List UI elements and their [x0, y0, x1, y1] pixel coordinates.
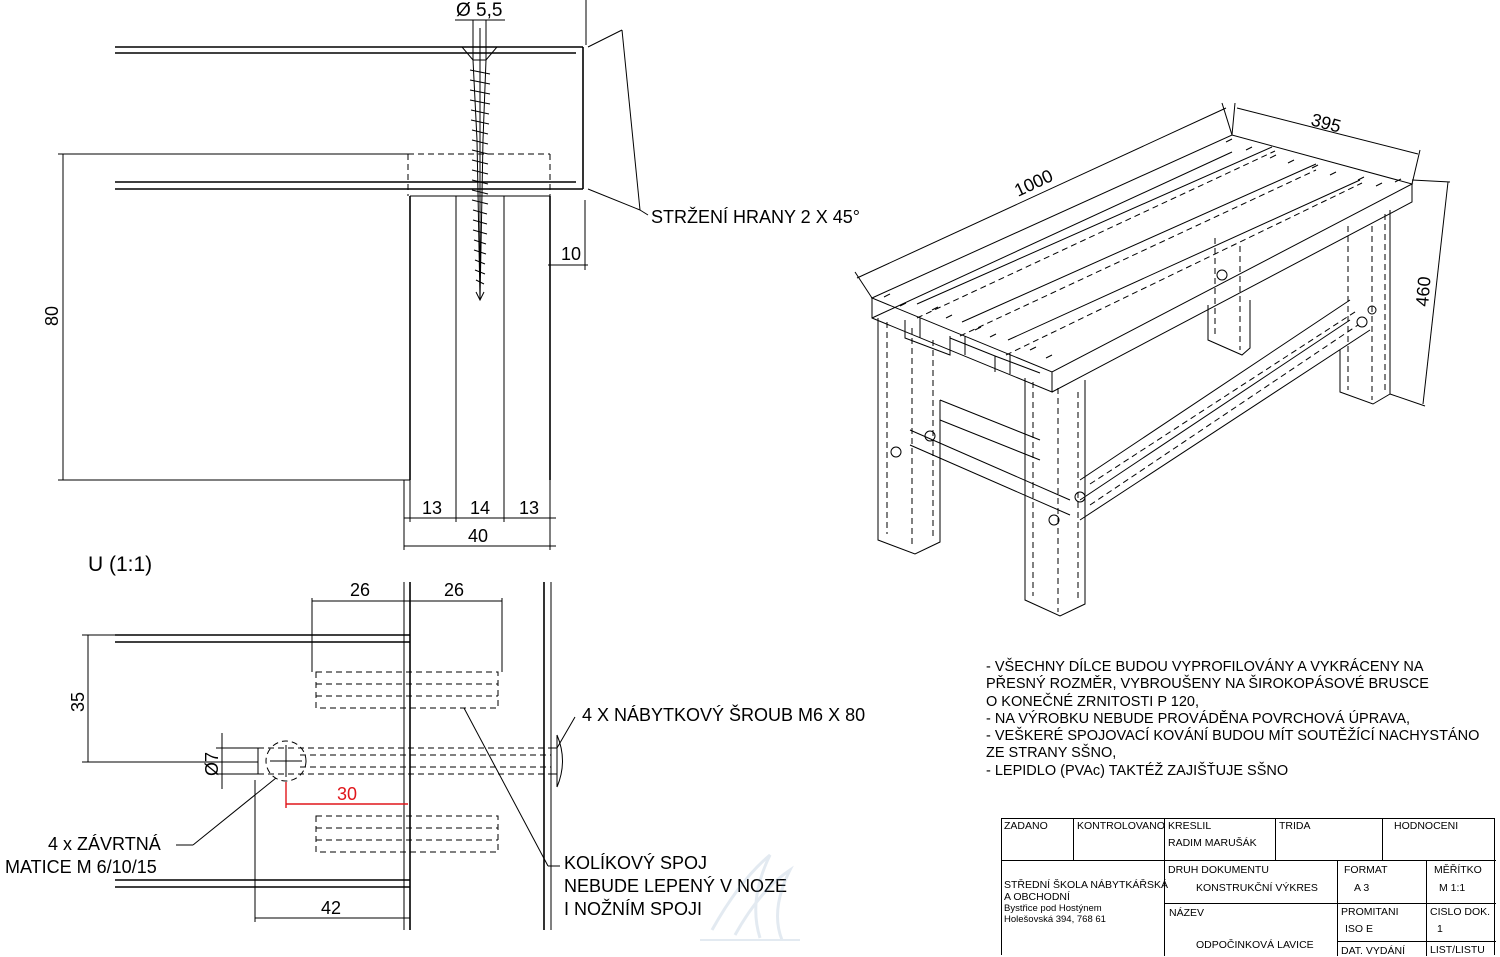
dim-35-label: 35	[68, 692, 88, 712]
tb-school-cell: STŘEDNÍ ŠKOLA NÁBYTKÁŘSKÁ A OBCHODNÍ Bys…	[1001, 860, 1168, 956]
tb-meritko-cell: MĚŘÍTKO M 1:1	[1426, 860, 1496, 903]
dim-42-label: 42	[321, 898, 341, 918]
tb-list-cell: LIST/LISTU	[1426, 941, 1496, 956]
dim-26a-label: 26	[350, 580, 370, 600]
dim-80: 80	[42, 153, 410, 481]
tb-trida-cell: TRIDA	[1275, 818, 1382, 860]
dowel-note-3: I NOŽNÍM SPOJI	[564, 899, 702, 919]
dim-26: 26 26	[311, 580, 503, 672]
title-block: ZADANO KONTROLOVANO KRESLIL RADIM MARUŠÁ…	[1001, 818, 1496, 957]
dim-40-label: 40	[468, 526, 488, 546]
tb-dat-label: DAT. VYDÁNÍ	[1341, 945, 1405, 957]
note-line: - VŠECHNY DÍLCE BUDOU VYPROFILOVÁNY A VY…	[986, 659, 1424, 675]
tb-school-3: Bystřice pod Hostýnem	[1004, 903, 1102, 914]
tb-list-label: LIST/LISTU	[1430, 944, 1485, 956]
dim-10: 10	[548, 200, 588, 270]
dim-30: 30	[285, 782, 408, 808]
dim-13b-label: 13	[519, 498, 539, 518]
dim-7-label: Ø7	[202, 752, 222, 776]
tb-hodnoceni: HODNOCENI	[1394, 820, 1459, 832]
tb-kreslil: KRESLIL	[1168, 820, 1212, 832]
detail-u	[115, 582, 563, 930]
note-line: O KONEČNÉ ZRNITOSTI P 120,	[986, 693, 1199, 710]
tb-druh-value: KONSTRUKČNÍ VÝKRES	[1196, 882, 1318, 894]
tb-nazev-label: NÁZEV	[1169, 907, 1205, 919]
dim-13a-label: 13	[422, 498, 442, 518]
dim-screw-diameter: Ø 5,5	[455, 0, 505, 60]
tb-kreslil-cell: KRESLIL RADIM MARUŠÁK	[1164, 818, 1275, 860]
tb-promitani-cell: PROMITANI ISO E	[1337, 903, 1426, 941]
dim-14-label: 14	[470, 498, 490, 518]
tb-format-value: A 3	[1354, 882, 1370, 894]
dowel-note-2: NEBUDE LEPENÝ V NOZE	[564, 876, 787, 896]
nut-note-2: MATICE M 6/10/15	[5, 857, 157, 877]
dim-iso-height: 460	[1389, 179, 1451, 407]
tb-promitani-label: PROMITANI	[1341, 906, 1399, 918]
dim-42: 42	[254, 780, 411, 922]
dim-iso-length: 1000	[854, 102, 1233, 299]
dim-30-label: 30	[337, 784, 357, 804]
tb-trida: TRIDA	[1279, 820, 1311, 832]
chamfer-leader: STRŽENÍ HRANY 2 X 45°	[585, 0, 860, 227]
tb-druh-cell: DRUH DOKUMENTU KONSTRUKČNÍ VÝKRES	[1164, 860, 1337, 903]
detail-leaders: 4 X NÁBYTKOVÝ ŠROUB M6 X 80 4 x ZÁVRTNÁ …	[5, 704, 865, 919]
screw-diameter-label: Ø 5,5	[456, 0, 502, 21]
note-line: - NA VÝROBKU NEBUDE PROVÁDĚNA POVRCHOVÁ …	[986, 710, 1411, 727]
iso-length-label: 1000	[1011, 166, 1056, 201]
dim-26b-label: 26	[444, 580, 464, 600]
chamfer-note: STRŽENÍ HRANY 2 X 45°	[651, 207, 860, 227]
iso-height-label: 460	[1412, 276, 1435, 308]
tb-dat-cell: DAT. VYDÁNÍ	[1337, 941, 1426, 957]
tb-nazev-cell: NÁZEV ODPOČINKOVÁ LAVICE	[1164, 903, 1337, 956]
tb-meritko-value: M 1:1	[1439, 882, 1466, 894]
tb-school-4: Holešovská 394, 768 61	[1004, 914, 1106, 925]
dim-leg-widths: 13 14 13 40	[403, 480, 556, 550]
tb-cislo-label: CISLO DOK.	[1430, 906, 1491, 918]
tb-cislo-value: 1	[1437, 923, 1443, 935]
iso-width-label: 395	[1309, 110, 1343, 137]
dowel-note-1: KOLÍKOVÝ SPOJ	[564, 853, 707, 873]
note-line: PŘESNÝ ROZMĚR, VYBROUŠENY NA ŠIROKOPÁSOV…	[986, 676, 1429, 693]
tb-meritko-label: MĚŘÍTKO	[1434, 864, 1482, 876]
tb-cislo-cell: CISLO DOK. 1	[1426, 903, 1496, 941]
watermark-logo	[700, 853, 800, 941]
tb-format-cell: FORMAT A 3	[1337, 860, 1426, 903]
dim-iso-width: 395	[1231, 102, 1421, 185]
tb-school-1: STŘEDNÍ ŠKOLA NÁBYTKÁŘSKÁ	[1004, 879, 1168, 891]
dim-7: Ø7	[202, 733, 258, 789]
dim-80-label: 80	[42, 306, 62, 326]
tb-kreslil-name: RADIM MARUŠÁK	[1168, 837, 1257, 849]
tb-hodnoceni-cell: HODNOCENI	[1382, 818, 1496, 860]
bench-isometric	[870, 134, 1414, 617]
seat-section	[115, 28, 584, 480]
note-line: - LEPIDLO (PVAc) TAKTÉŽ ZAJIŠŤUJE SŠNO	[986, 762, 1289, 779]
tb-format-label: FORMAT	[1344, 864, 1388, 876]
tb-nazev-value: ODPOČINKOVÁ LAVICE	[1196, 939, 1314, 951]
tb-kontrolovano: KONTROLOVANO	[1077, 820, 1165, 832]
tb-school-2: A OBCHODNÍ	[1004, 891, 1070, 903]
note-line: ZE STRANY SŠNO,	[986, 745, 1117, 762]
detail-label: U (1:1)	[88, 553, 152, 576]
notes-block: - VŠECHNY DÍLCE BUDOU VYPROFILOVÁNY A VY…	[986, 659, 1498, 780]
dim-35: 35	[68, 634, 258, 763]
nut-note-1: 4 x ZÁVRTNÁ	[48, 834, 161, 854]
bolt-note: 4 X NÁBYTKOVÝ ŠROUB M6 X 80	[582, 704, 865, 725]
dim-10-label: 10	[561, 244, 581, 264]
tb-zadano-cell: ZADANO	[1001, 818, 1073, 860]
tb-druh-label: DRUH DOKUMENTU	[1168, 864, 1269, 876]
note-line: - VEŠKERÉ SPOJOVACÍ KOVÁNÍ BUDOU MÍT SOU…	[986, 728, 1480, 745]
tb-zadano: ZADANO	[1004, 820, 1048, 832]
tb-promitani-value: ISO E	[1345, 923, 1374, 935]
tb-kontrolovano-cell: KONTROLOVANO	[1073, 818, 1165, 860]
